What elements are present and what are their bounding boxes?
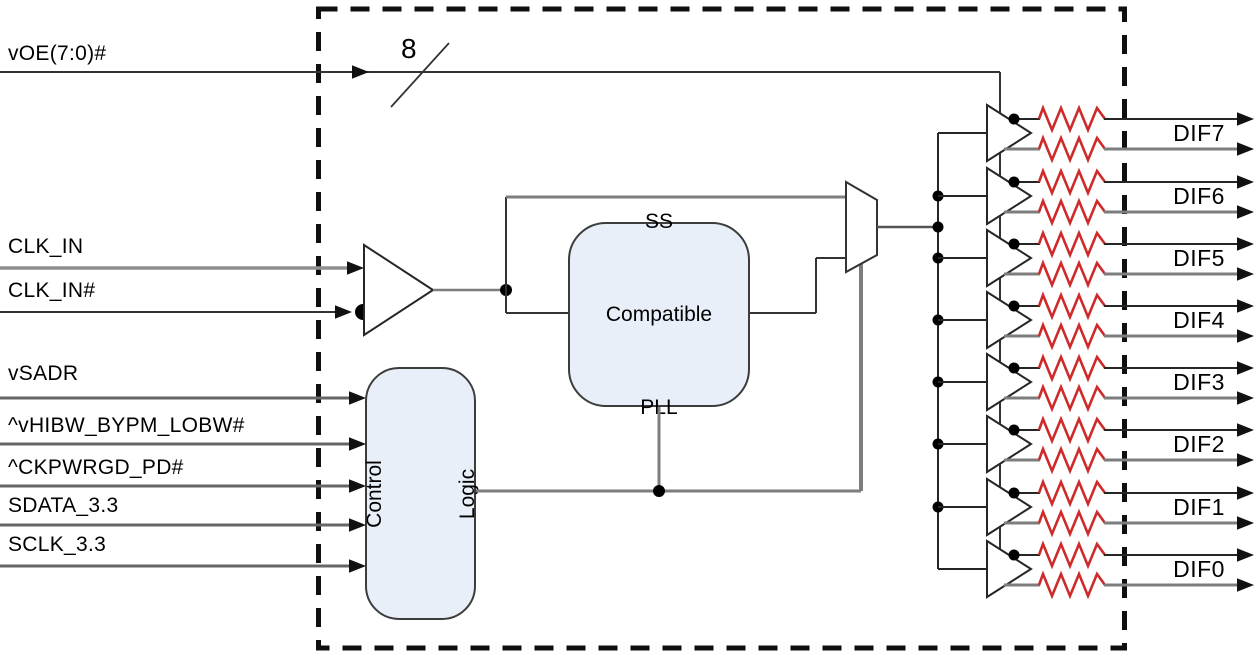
arrowhead-icon [349,437,366,451]
output-label-dif0: DIF0 [1173,556,1225,582]
arrowhead-icon [349,559,366,573]
input-label-sdata: SDATA_3.3 [8,494,119,517]
arrowhead-icon [352,65,369,79]
control-logic-block: Control Logic [362,367,478,620]
control-input-wires [0,391,366,573]
pll-block-label: SS Compatible PLL [605,210,713,419]
output-label-dif1: DIF1 [1173,494,1225,520]
output-label-dif3: DIF3 [1173,369,1225,395]
mux-select-wiring [476,263,863,497]
input-label-vhibw: ^vHIBW_BYPM_LOBW# [8,414,245,437]
mux [845,180,938,274]
input-label-clk-in-n: CLK_IN# [8,279,96,302]
clock-distribution-net [932,133,944,569]
pll-block: SS Compatible PLL [568,210,750,419]
clock-input-buffer [363,243,512,337]
arrowhead-icon [349,391,366,405]
clk-in-n-wire [0,304,371,320]
bus-width-label: 8 [401,33,417,64]
output-label-dif4: DIF4 [1173,307,1225,333]
arrowhead-icon [349,479,366,493]
arrowhead-icon [349,518,366,532]
bus-width-slash [390,42,450,108]
input-label-clk-in: CLK_IN [8,235,84,258]
input-label-voe: vOE(7:0)# [8,42,107,65]
pll-wiring [505,195,847,491]
clk-in-wire [0,261,364,275]
arrowhead-icon [335,305,352,319]
input-label-ckpwrgd: ^CKPWRGD_PD# [8,456,184,479]
junction-dot [653,485,665,497]
junction-dot [932,221,944,233]
output-label-dif5: DIF5 [1173,245,1225,271]
output-label-dif6: DIF6 [1173,183,1225,209]
output-label-dif7: DIF7 [1173,120,1225,146]
input-label-vsadr: vSADR [8,362,79,385]
arrowhead-icon [347,261,364,275]
output-label-dif2: DIF2 [1173,431,1225,457]
chip-boundary [316,6,1127,651]
input-label-sclk: SCLK_3.3 [8,533,107,556]
